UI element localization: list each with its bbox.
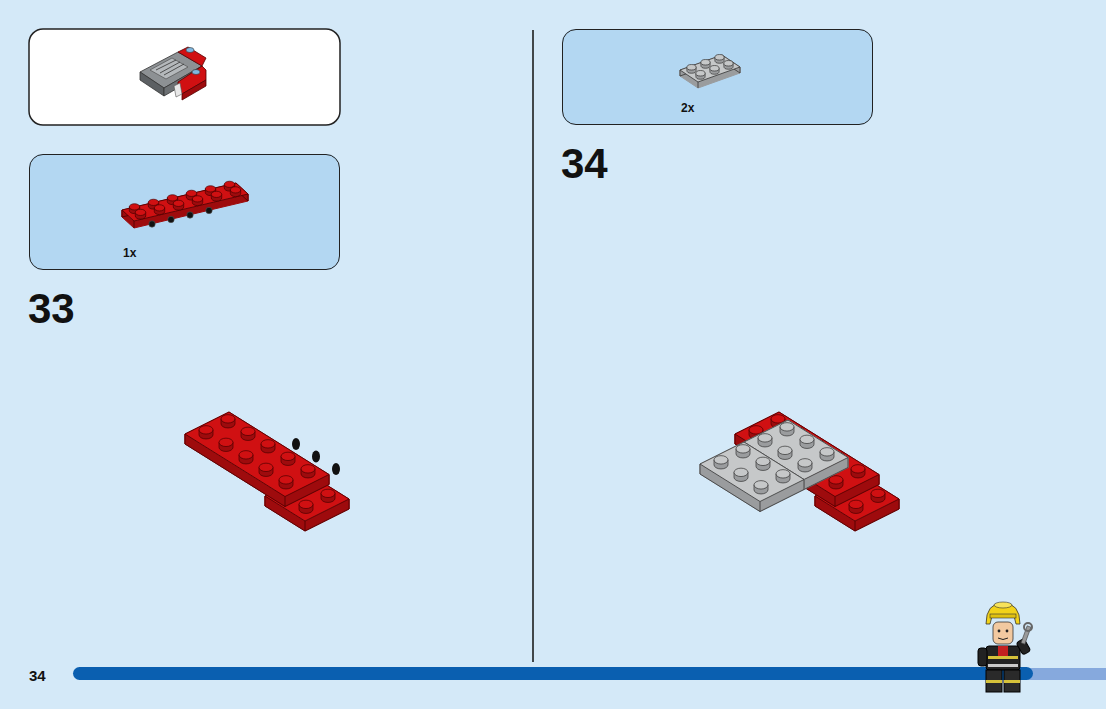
- pin-hole: [312, 451, 320, 463]
- step-number: 34: [561, 143, 608, 185]
- stud-top: [230, 187, 240, 193]
- plate-edge: [855, 521, 856, 531]
- stud-top: [129, 204, 139, 210]
- pin-hole: [206, 207, 212, 213]
- stud-top: [211, 191, 221, 197]
- stud-top: [724, 61, 733, 67]
- plate-edge: [835, 497, 836, 507]
- page-bar: [73, 667, 1106, 680]
- stud-top: [148, 199, 158, 205]
- stud-top: [199, 426, 213, 434]
- stud-top: [173, 200, 183, 206]
- quantity-label: 2x: [681, 101, 694, 115]
- stud-top: [758, 434, 772, 442]
- stud-top: [154, 205, 164, 211]
- plate-edge: [285, 497, 286, 507]
- submodel-preview: [140, 47, 206, 100]
- stud-top: [241, 427, 255, 435]
- parts-callout-box: 1x: [29, 154, 340, 270]
- stud-top: [798, 459, 812, 467]
- stud-top: [299, 500, 313, 508]
- plate-top: [700, 442, 804, 502]
- stud-top: [205, 186, 215, 192]
- firefighter-minifig: [978, 602, 1032, 692]
- stud-top: [736, 445, 750, 453]
- parts-box-fill: [29, 154, 340, 270]
- plate-top: [185, 412, 329, 497]
- plate-edge: [305, 521, 306, 531]
- lego-plate: [122, 181, 248, 228]
- stud-top: [849, 500, 863, 508]
- step-number: 33: [28, 288, 75, 330]
- plate-edge: [134, 221, 135, 228]
- parts-box-fill: [562, 29, 873, 125]
- parts-callout-box: 2x: [562, 29, 873, 125]
- stud-top: [167, 195, 177, 201]
- stud-top: [687, 65, 696, 71]
- stud-top: [321, 489, 335, 497]
- stud-top: [301, 465, 315, 473]
- stud-top: [239, 451, 253, 459]
- stud-top: [754, 481, 768, 489]
- stud-top: [192, 196, 202, 202]
- pin-hole: [187, 212, 193, 218]
- stud-top: [734, 468, 748, 476]
- stud-top: [224, 181, 234, 187]
- quantity-label: 1x: [123, 246, 136, 260]
- stud-top: [219, 438, 233, 446]
- pin-hole: [149, 221, 155, 227]
- stud-top: [800, 435, 814, 443]
- stud-top: [771, 415, 785, 423]
- page-number: 34: [29, 668, 46, 683]
- stud-top: [829, 476, 843, 484]
- stud-top: [851, 465, 865, 473]
- stud-top: [259, 463, 273, 471]
- stud-top: [186, 190, 196, 196]
- lego-plate: [680, 55, 740, 88]
- plate-top: [680, 55, 740, 82]
- pin-hole: [292, 438, 300, 450]
- stud-top: [710, 66, 719, 72]
- stud-top: [820, 448, 834, 456]
- stud-top: [749, 426, 763, 434]
- lego-plate: [735, 412, 879, 507]
- stud-top: [281, 452, 295, 460]
- plate-edge: [698, 82, 699, 88]
- stud-top: [221, 415, 235, 423]
- stud-top: [776, 470, 790, 478]
- box-fills: [29, 29, 873, 270]
- stud-top: [714, 456, 728, 464]
- plate-top: [122, 183, 248, 221]
- stud-top: [135, 209, 145, 215]
- stud-top: [696, 71, 705, 77]
- stud-top: [778, 446, 792, 454]
- stud-top: [261, 440, 275, 448]
- stud-top: [701, 60, 710, 66]
- pin-hole: [332, 463, 340, 475]
- stud-top: [715, 55, 724, 61]
- stud-top: [756, 457, 770, 465]
- submodel-box: [29, 29, 340, 125]
- model-art: [122, 55, 899, 531]
- stud-top: [871, 489, 885, 497]
- stud-top: [780, 423, 794, 431]
- divider-line: [532, 30, 534, 662]
- lego-plate: [185, 412, 329, 507]
- pin-hole: [168, 216, 174, 222]
- lego-plate: [700, 442, 804, 512]
- plate-edge: [760, 502, 761, 512]
- stud-top: [279, 476, 293, 484]
